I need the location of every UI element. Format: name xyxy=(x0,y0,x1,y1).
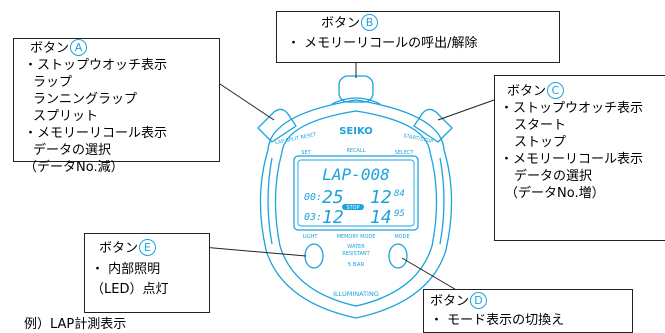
illuminating-label: ILLUMINATING xyxy=(333,290,379,298)
callout-c-letter-icon: C xyxy=(547,82,565,99)
callout-c-line: ストップ xyxy=(514,135,567,150)
callout-a-line: ・メモリーリコール表示 xyxy=(24,126,168,141)
callout-a-line: （データNo.減） xyxy=(24,160,124,175)
label-memory-mode: MEMORY MODE xyxy=(337,234,376,240)
callout-e-line: ・ 内部照明 xyxy=(91,262,161,277)
callout-a-letter-icon: A xyxy=(70,39,88,56)
label-set: SET xyxy=(301,150,311,156)
lcd-stop-indicator: STOP xyxy=(346,205,359,211)
callout-c-line: ・ストップウオッチ表示 xyxy=(500,101,644,116)
callout-b-line: ・ メモリーリコールの呼出/解除 xyxy=(287,36,478,51)
watch-case xyxy=(259,99,453,319)
button-d[interactable] xyxy=(388,243,408,269)
label-mode: MODE xyxy=(394,234,409,240)
label-recall: RECALL xyxy=(346,148,365,154)
callout-a-line: データの選択 xyxy=(33,143,112,158)
brand-logo: SEIKO xyxy=(339,126,373,137)
lcd-line-2-mid: 25 xyxy=(322,187,344,208)
example-caption: 例）LAP計測表示 xyxy=(24,317,127,332)
callout-c-line: データの選択 xyxy=(514,169,593,184)
callout-c-line: （データNo.増） xyxy=(505,186,605,201)
button-c[interactable] xyxy=(413,108,453,143)
label-light: LIGHT xyxy=(303,234,319,240)
callout-a-line: スプリット xyxy=(33,109,99,124)
lcd-line-3-left: 03: xyxy=(304,212,322,223)
bezel-label-left: LAP SPLIT RESET xyxy=(275,132,318,147)
lcd-line-3-right: 14 xyxy=(370,207,392,228)
lcd-line-2-left: 00: xyxy=(304,192,322,203)
water-label-1: WATER xyxy=(347,244,365,250)
lcd-line-1: LAP-008 xyxy=(322,165,389,184)
callout-d-line: ・ モード表示の切換え xyxy=(430,313,565,328)
bezel-label-right: START/STOP xyxy=(403,133,434,145)
callout-a-line: ラップ xyxy=(33,75,73,90)
water-label-2: RESISTANT xyxy=(342,251,370,257)
callout-d-letter-icon: D xyxy=(470,292,488,309)
button-e[interactable] xyxy=(304,243,324,269)
water-label-3: 5 BAR xyxy=(348,262,365,268)
callout-c-line: スタート xyxy=(514,118,567,133)
label-select: SELECT xyxy=(395,150,415,156)
lcd-line-3-small: 95 xyxy=(394,209,405,219)
callout-a-line: ランニングラップ xyxy=(33,92,138,107)
callout-a-line: ・ストップウオッチ表示 xyxy=(24,58,168,73)
lcd-line-2-right: 12 xyxy=(370,187,392,208)
button-a[interactable] xyxy=(257,108,297,143)
lcd-line-3-mid: 12 xyxy=(322,207,344,228)
callout-e-letter-icon: E xyxy=(139,239,157,256)
lcd-line-2-small: 84 xyxy=(394,189,405,199)
callout-b-letter-icon: B xyxy=(361,14,379,31)
callout-e-line: （LED）点灯 xyxy=(91,282,169,297)
callout-c-line: ・メモリーリコール表示 xyxy=(500,152,644,167)
